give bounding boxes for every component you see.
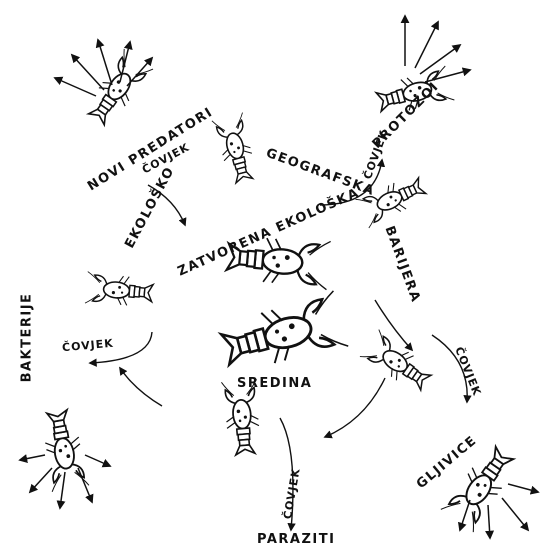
crayfish-icon [218,291,348,377]
crayfish-icon [355,171,428,228]
crayfish-icon [82,49,153,129]
crayfish-icon [212,113,260,185]
crayfish-icon [360,330,435,397]
label-bakterije: BAKTERIJE [19,293,34,383]
label-paraziti: PARAZITI [257,532,335,547]
label-sredina: SREDINA [237,376,312,391]
crayfish-icon [85,272,154,309]
